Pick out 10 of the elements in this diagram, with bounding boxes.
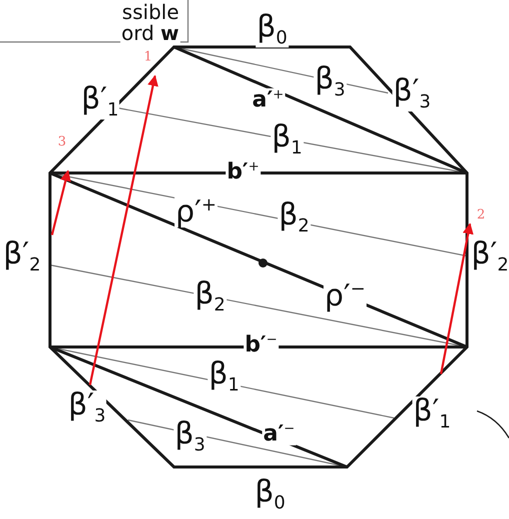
- side-label: ρ′$^{−}$: [324, 280, 366, 312]
- side-label: β$_{0}$: [256, 12, 288, 48]
- note-text: ord w: [120, 23, 180, 43]
- number-label: 1: [142, 50, 154, 64]
- note-text: ssible: [121, 2, 180, 22]
- segment-label: a′$^{−}$: [262, 422, 296, 446]
- number-label: 3: [56, 136, 68, 148]
- number-label: 2: [476, 208, 486, 222]
- side-label: β′$_{3}$: [392, 76, 432, 112]
- side-label: ρ′$^{+}$: [174, 196, 218, 228]
